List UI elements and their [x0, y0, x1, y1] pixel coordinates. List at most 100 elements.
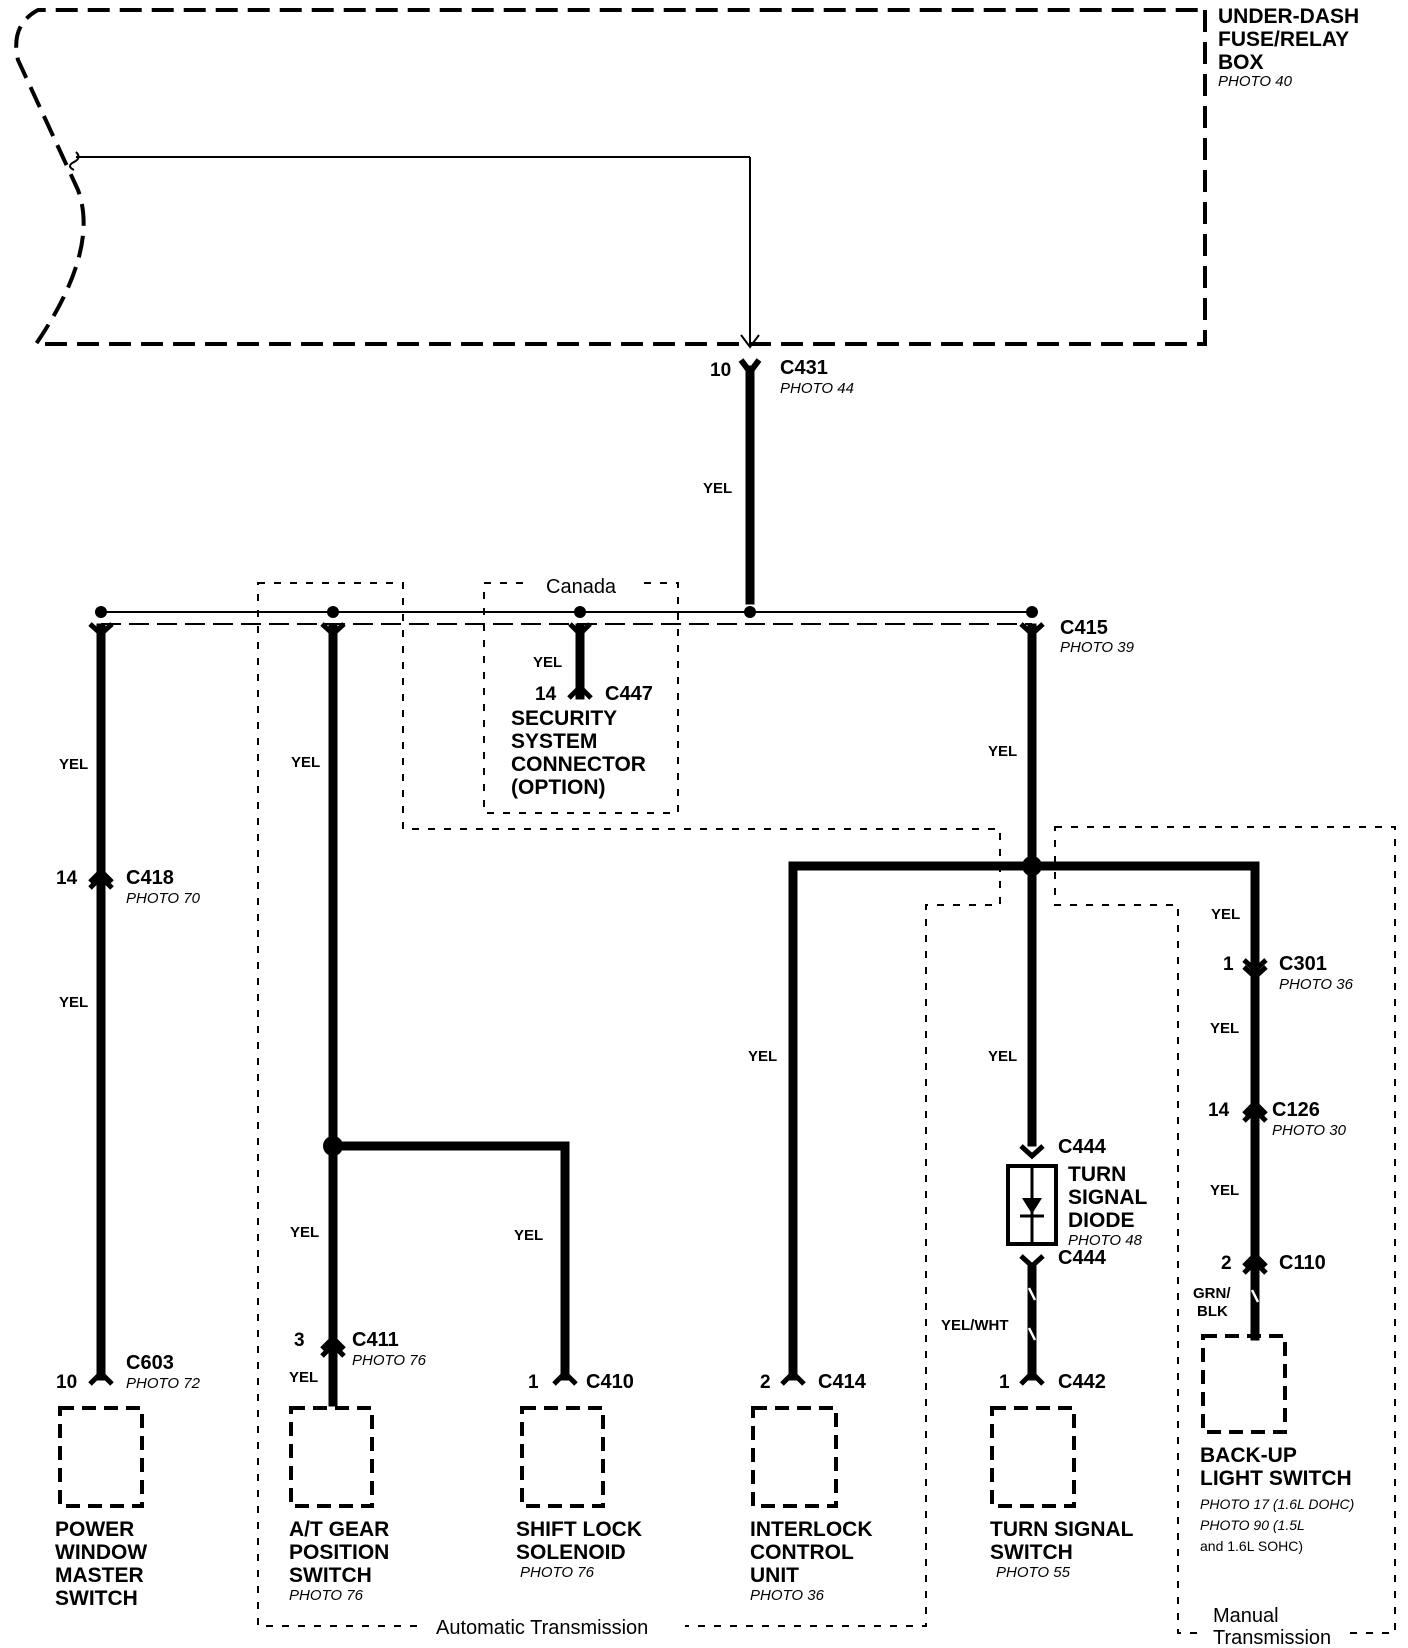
power-window-wire-mid: YEL [59, 994, 88, 1011]
turn-signal-photo: PHOTO 55 [996, 1564, 1071, 1581]
backup-photo-line-1: PHOTO 17 (1.6L DOHC) [1200, 1496, 1354, 1512]
at-gear-name-line-2: POSITION [289, 1541, 389, 1564]
backup-name-line-1: BACK-UP [1200, 1444, 1297, 1467]
c410-pin: 1 [528, 1372, 539, 1393]
c110-pin: 2 [1221, 1253, 1232, 1274]
power-window-name-line-4: SWITCH [55, 1587, 138, 1610]
diode-name-line-2: SIGNAL [1068, 1186, 1148, 1209]
backup-wire-3: YEL [1210, 1182, 1239, 1199]
backup-wire-4-line-1: GRN/ [1193, 1285, 1231, 1302]
at-gear-wire-top: YEL [291, 754, 320, 771]
c603-name: C603 [126, 1352, 174, 1374]
backup-wire-2: YEL [1210, 1020, 1239, 1037]
c431-connector: 10 C431 PHOTO 44 YEL [703, 357, 854, 605]
bus-splice-4 [744, 606, 756, 618]
fuse-box-photo: PHOTO 40 [1218, 73, 1293, 90]
c415-wire-color: YEL [988, 743, 1017, 760]
turn-signal-branch: YEL C444 TURN SIGNAL DIODE PHOTO 48 C444… [941, 1048, 1148, 1581]
c301-photo: PHOTO 36 [1279, 976, 1354, 993]
main-bus: C415 PHOTO 39 [95, 606, 1135, 656]
c431-name: C431 [780, 357, 828, 379]
fuse-relay-box: UNDER-DASH FUSE/RELAY BOX PHOTO 40 [14, 5, 1359, 349]
at-gear-photo: PHOTO 76 [289, 1587, 364, 1604]
backup-wire-4-line-2: BLK [1197, 1303, 1228, 1320]
c415-name: C415 [1060, 617, 1108, 639]
c110-name: C110 [1279, 1252, 1326, 1274]
interlock-name-line-3: UNIT [750, 1564, 799, 1587]
at-gear-branch: YEL YEL 3 C411 PHOTO 76 YEL A/T GEAR POS… [289, 622, 570, 1604]
security-name-line-4: (OPTION) [511, 776, 606, 799]
c410-name: C410 [586, 1371, 634, 1393]
c418-name: C418 [126, 867, 174, 889]
fuse-box-name-line-3: BOX [1218, 51, 1264, 74]
turn-signal-component-box [990, 1406, 1076, 1508]
bus-splice-2 [327, 606, 339, 618]
power-window-wire-top: YEL [59, 756, 88, 773]
manual-transmission-label-1: Manual [1213, 1605, 1279, 1627]
backup-photo-line-3: and 1.6L SOHC) [1200, 1538, 1303, 1554]
turn-signal-name-line-1: TURN SIGNAL [990, 1518, 1134, 1541]
canada-wire-color: YEL [533, 654, 562, 671]
interlock-name-line-2: CONTROL [750, 1541, 854, 1564]
canada-label: Canada [546, 576, 617, 598]
fuse-box-name-line-1: UNDER-DASH [1218, 5, 1359, 28]
shift-lock-name-line-1: SHIFT LOCK [516, 1518, 642, 1541]
c447-name: C447 [605, 683, 653, 705]
shift-lock-photo: PHOTO 76 [520, 1564, 595, 1581]
bus-splice-3 [574, 606, 586, 618]
c431-photo: PHOTO 44 [780, 380, 854, 397]
shift-lock-component-box [520, 1406, 605, 1508]
power-window-branch: YEL 14 C418 PHOTO 70 YEL 10 C603 PHOTO 7… [55, 622, 201, 1610]
c301-pin: 1 [1223, 954, 1234, 975]
security-name-line-3: CONNECTOR [511, 753, 646, 776]
at-gear-name-line-1: A/T GEAR [289, 1518, 389, 1541]
bus-splice-5 [1026, 606, 1038, 618]
diode-name-line-1: TURN [1068, 1163, 1126, 1186]
c415-leg: YEL [788, 622, 1260, 1147]
security-name-line-2: SYSTEM [511, 730, 597, 753]
c444-bot-name: C444 [1058, 1247, 1107, 1269]
c415-photo: PHOTO 39 [1060, 639, 1135, 656]
automatic-transmission-region: Automatic Transmission [257, 582, 1001, 1639]
at-gear-wire-bot: YEL [289, 1369, 318, 1386]
fuse-box-name-line-2: FUSE/RELAY [1218, 28, 1349, 51]
c442-name: C442 [1058, 1371, 1106, 1393]
c414-pin: 2 [760, 1372, 771, 1393]
at-gear-wire-mid: YEL [290, 1224, 319, 1241]
power-window-component-box [58, 1406, 144, 1508]
power-window-name-line-1: POWER [55, 1518, 134, 1541]
power-window-name-line-2: WINDOW [55, 1541, 147, 1564]
c126-photo: PHOTO 30 [1272, 1122, 1347, 1139]
c444-top-name: C444 [1058, 1136, 1107, 1158]
manual-transmission-label-2: Transmission [1213, 1627, 1331, 1648]
interlock-photo: PHOTO 36 [750, 1587, 825, 1604]
at-gear-component-box [289, 1406, 374, 1508]
shift-lock-name-line-2: SOLENOID [516, 1541, 626, 1564]
interlock-name-line-1: INTERLOCK [750, 1518, 873, 1541]
c126-pin: 14 [1208, 1100, 1230, 1121]
interlock-component-box [751, 1406, 838, 1508]
backup-wire-1: YEL [1211, 906, 1240, 923]
bus-splice-1 [95, 606, 107, 618]
at-gear-name-line-3: SWITCH [289, 1564, 372, 1587]
backup-name-line-2: LIGHT SWITCH [1200, 1467, 1352, 1490]
turn-signal-wire-bot: YEL/WHT [941, 1317, 1009, 1334]
c411-pin: 3 [294, 1330, 305, 1351]
interlock-branch: YEL 2 C414 INTERLOCK CONTROL UNIT PHOTO … [748, 861, 873, 1604]
c431-wire-color: YEL [703, 480, 732, 497]
diode-photo: PHOTO 48 [1068, 1232, 1143, 1249]
backup-branch: YEL 1 C301 PHOTO 36 YEL 14 C126 PHOTO 30… [1193, 861, 1354, 1554]
turn-signal-name-line-2: SWITCH [990, 1541, 1073, 1564]
c442-pin: 1 [999, 1372, 1010, 1393]
diode-icon [1022, 1198, 1042, 1214]
turn-signal-wire-top: YEL [988, 1048, 1017, 1065]
c418-pin: 14 [56, 868, 78, 889]
power-window-name-line-3: MASTER [55, 1564, 144, 1587]
shift-lock-wire: YEL [514, 1227, 543, 1244]
automatic-transmission-label: Automatic Transmission [436, 1617, 648, 1639]
security-name-line-1: SECURITY [511, 707, 617, 730]
c411-name: C411 [352, 1329, 399, 1351]
c447-pin: 14 [535, 684, 557, 705]
c431-pin: 10 [710, 360, 731, 381]
